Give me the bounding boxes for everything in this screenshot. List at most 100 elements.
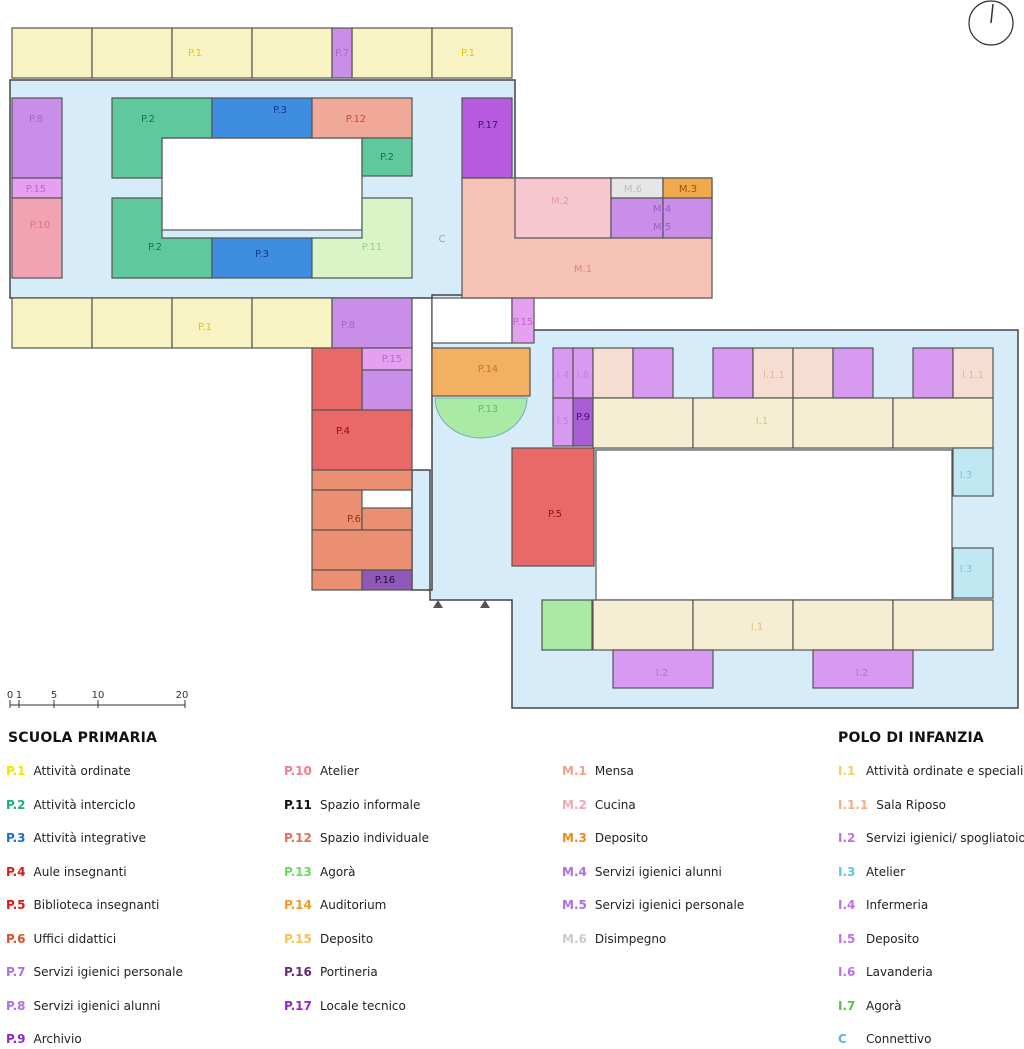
legend-code: I.3 [838, 864, 856, 879]
room-i1-e [592, 599, 694, 651]
room-p6-c [361, 507, 413, 531]
label-p2: P.2 [148, 242, 162, 253]
legend-label: Auditorium [320, 898, 387, 912]
legend-title-infanzia: POLO DI INFANZIA [838, 730, 984, 746]
legend-code: P.15 [284, 931, 312, 946]
label-c: C [439, 234, 446, 245]
label-p14: P.14 [478, 364, 498, 375]
room-p1-3 [171, 27, 253, 79]
label-m3: M.3 [679, 184, 697, 195]
label-m6: M.6 [624, 184, 642, 195]
legend-label: Connettivo [866, 1032, 932, 1046]
room-i1-h [892, 599, 994, 651]
label-i1: I.1 [756, 416, 769, 427]
legend-label: Servizi igienici alunni [33, 998, 161, 1013]
room-p1-2 [91, 27, 173, 79]
room-m4 [610, 197, 664, 239]
label-p15: P.15 [513, 317, 533, 328]
room-i1-g [792, 599, 894, 651]
scale-label: 10 [92, 690, 105, 701]
rooms-p1 [11, 27, 513, 349]
room-p14 [431, 347, 531, 397]
room-i2-f [812, 649, 914, 689]
room-p1-6 [431, 27, 513, 79]
legend-code: I.5 [838, 931, 856, 946]
room-p10 [11, 197, 63, 279]
legend-code: M.1 [562, 764, 587, 778]
label-p15: P.15 [26, 184, 46, 195]
label-p15: P.15 [382, 354, 402, 365]
legend-code: I.1.1 [838, 797, 869, 812]
label-p12: P.12 [346, 114, 366, 125]
legend-label: Biblioteca insegnanti [33, 898, 160, 912]
label-p17: P.17 [478, 120, 498, 131]
label-i5: I.5 [557, 416, 570, 427]
room-i1-d [892, 397, 994, 449]
legend-code: I.6 [838, 965, 856, 979]
label-m5: M.5 [653, 222, 671, 233]
room-i2-d [912, 347, 954, 399]
legend-code: P.17 [284, 998, 312, 1013]
entrance-arrow [433, 600, 443, 608]
room-p15-mid [511, 297, 535, 344]
room-i2-b [712, 347, 754, 399]
room-p7 [331, 27, 353, 79]
room-p17 [461, 97, 513, 179]
room-p6-a [311, 469, 413, 491]
label-i11: I.1.1 [962, 370, 984, 381]
room-p16 [361, 569, 413, 591]
room-i11-a [592, 347, 634, 399]
legend-code: M.4 [562, 864, 587, 879]
label-p3: P.3 [273, 105, 287, 116]
legend-label: Servizi igienici personale [33, 965, 183, 979]
legend-label: Spazio informale [320, 797, 421, 812]
legend-code: P.12 [284, 831, 312, 845]
label-p10: P.10 [30, 220, 50, 231]
label-i11: I.1.1 [763, 370, 785, 381]
scale-label: 20 [176, 690, 189, 701]
room-i2-e [612, 649, 714, 689]
legend-label: Attività integrative [33, 831, 147, 845]
legend-label: Aule insegnanti [33, 864, 127, 879]
legend-item: P.14 Auditorium [284, 898, 386, 912]
legend-label: Deposito [866, 931, 920, 946]
room-i1-a [592, 397, 694, 449]
legend-title-scuola: SCUOLA PRIMARIA [8, 730, 158, 746]
legend-code: M.5 [562, 898, 587, 912]
room-p1-7 [11, 297, 93, 349]
courtyard-small [431, 297, 513, 344]
label-p6: P.6 [347, 514, 361, 525]
legend-label: Agorà [866, 998, 902, 1013]
legend-item: P.1 Attività ordinate [6, 764, 131, 778]
room-i3-b [952, 547, 994, 599]
legend-item: P.8 Servizi igienici alunni [6, 999, 161, 1013]
legend-code: P.14 [284, 898, 312, 912]
label-m2: M.2 [551, 196, 569, 207]
label-p8: P.8 [341, 320, 355, 331]
legend-code: P.1 [6, 764, 26, 778]
label-p7: P.7 [335, 48, 349, 59]
legend-item: P.3 Attività integrative [6, 831, 146, 845]
legend-label: Deposito [320, 931, 374, 946]
legend-code: P.3 [6, 831, 26, 845]
legend-code: P.11 [284, 797, 312, 812]
room-p12 [311, 97, 413, 139]
legend-code: P.8 [6, 998, 26, 1013]
legend-label: Attività ordinate [33, 764, 131, 778]
room-i2-a [632, 347, 674, 399]
room-p4-a [311, 347, 363, 411]
room-i7 [541, 599, 593, 651]
room-p1-5 [351, 27, 433, 79]
room-p6-d [311, 529, 413, 571]
